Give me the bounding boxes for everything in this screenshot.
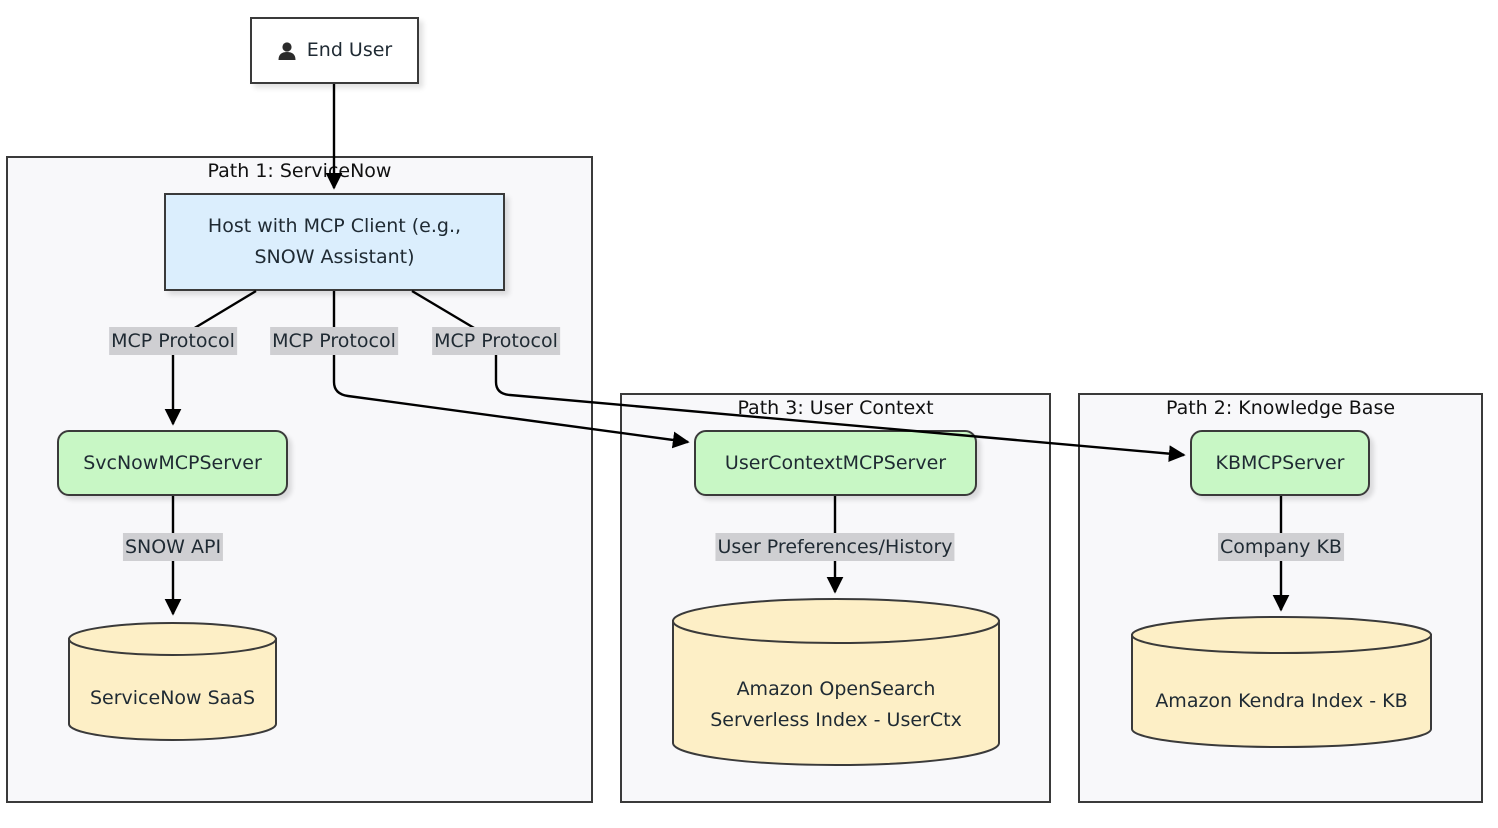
person-icon bbox=[278, 41, 296, 60]
usercontext-mcp-server-node[interactable]: UserContextMCPServer bbox=[694, 430, 977, 496]
end-user-content: End User bbox=[277, 35, 392, 66]
database-label-text: Amazon Kendra Index - KB bbox=[1155, 689, 1408, 712]
server-label: UserContextMCPServer bbox=[724, 451, 947, 474]
database-servicenow-saas[interactable]: ServiceNow SaaS bbox=[68, 622, 277, 742]
cylinder-shape bbox=[1131, 616, 1432, 748]
host-mcp-client-node[interactable]: Host with MCP Client (e.g., SNOW Assista… bbox=[164, 193, 505, 291]
server-label: SvcNowMCPServer bbox=[83, 451, 262, 474]
end-user-label: End User bbox=[306, 39, 393, 61]
end-user-node[interactable]: End User bbox=[250, 17, 419, 84]
database-label-text: ServiceNow SaaS bbox=[89, 687, 256, 709]
kb-mcp-server-node[interactable]: KBMCPServer bbox=[1190, 430, 1370, 496]
subgraph-title: Path 1: ServiceNow bbox=[207, 160, 392, 182]
server-label: KBMCPServer bbox=[1215, 451, 1345, 474]
database-kendra[interactable]: Amazon Kendra Index - KB bbox=[1131, 616, 1432, 749]
cylinder-shape bbox=[68, 622, 277, 741]
subgraph-title: Path 3: User Context bbox=[737, 397, 934, 419]
edge-host-to-usercontext bbox=[332, 291, 690, 449]
host-label-line: Host with MCP Client (e.g., bbox=[207, 215, 462, 237]
edge-label-company-kb: Company KB bbox=[1218, 533, 1344, 561]
edge-label-mcp-protocol: MCP Protocol bbox=[270, 327, 398, 355]
edge-host-to-svcnow bbox=[164, 289, 257, 426]
database-opensearch[interactable]: Amazon OpenSearch Serverless Index - Use… bbox=[672, 598, 1000, 766]
database-label-line: Serverless Index - UserCtx bbox=[710, 708, 962, 731]
host-label-line: SNOW Assistant) bbox=[254, 246, 415, 268]
edge-label-user-preferences: User Preferences/History bbox=[715, 533, 955, 561]
database-label: Amazon Kendra Index - KB bbox=[1131, 653, 1432, 749]
database-label: ServiceNow SaaS bbox=[68, 655, 277, 742]
edge-host-to-kb bbox=[411, 289, 1186, 463]
edge-label-mcp-protocol: MCP Protocol bbox=[432, 327, 560, 355]
subgraph-title: Path 2: Knowledge Base bbox=[1165, 397, 1396, 419]
database-label: Amazon OpenSearch Serverless Index - Use… bbox=[672, 643, 1000, 766]
svcnow-mcp-server-node[interactable]: SvcNowMCPServer bbox=[57, 430, 288, 496]
edge-label-mcp-protocol: MCP Protocol bbox=[109, 327, 237, 355]
edge-label-snow-api: SNOW API bbox=[122, 533, 224, 561]
database-label-line: Amazon OpenSearch bbox=[736, 677, 936, 700]
cylinder-shape bbox=[672, 598, 1000, 766]
